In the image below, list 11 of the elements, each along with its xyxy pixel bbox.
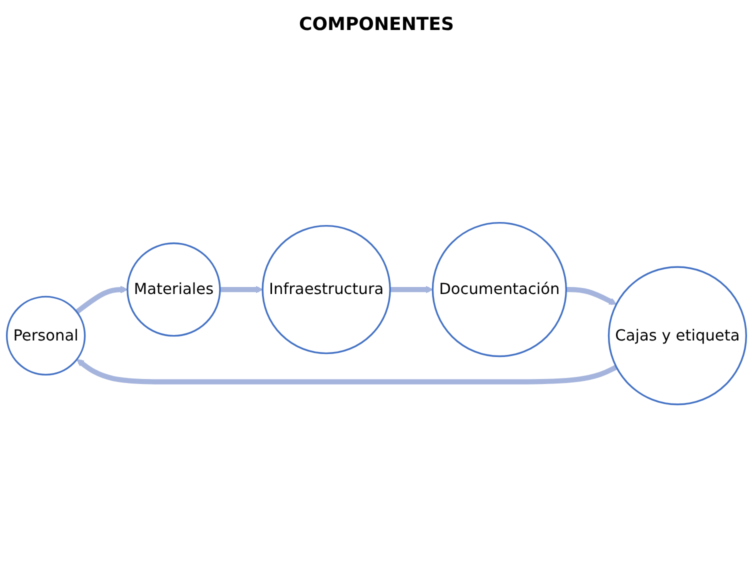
- node-circle: Infraestructura: [262, 225, 391, 355]
- arrow: [390, 286, 434, 294]
- arrow: [75, 286, 128, 314]
- node-circle: Personal: [6, 296, 86, 376]
- arrow: [566, 287, 617, 306]
- center-label: COMPONENTES: [299, 14, 454, 35]
- node-circle: Documentación: [432, 222, 567, 358]
- node-circle: Cajas y etiqueta: [608, 266, 748, 406]
- arrow: [220, 286, 263, 294]
- arrow: [76, 359, 618, 385]
- node-circle: Materiales: [126, 242, 221, 338]
